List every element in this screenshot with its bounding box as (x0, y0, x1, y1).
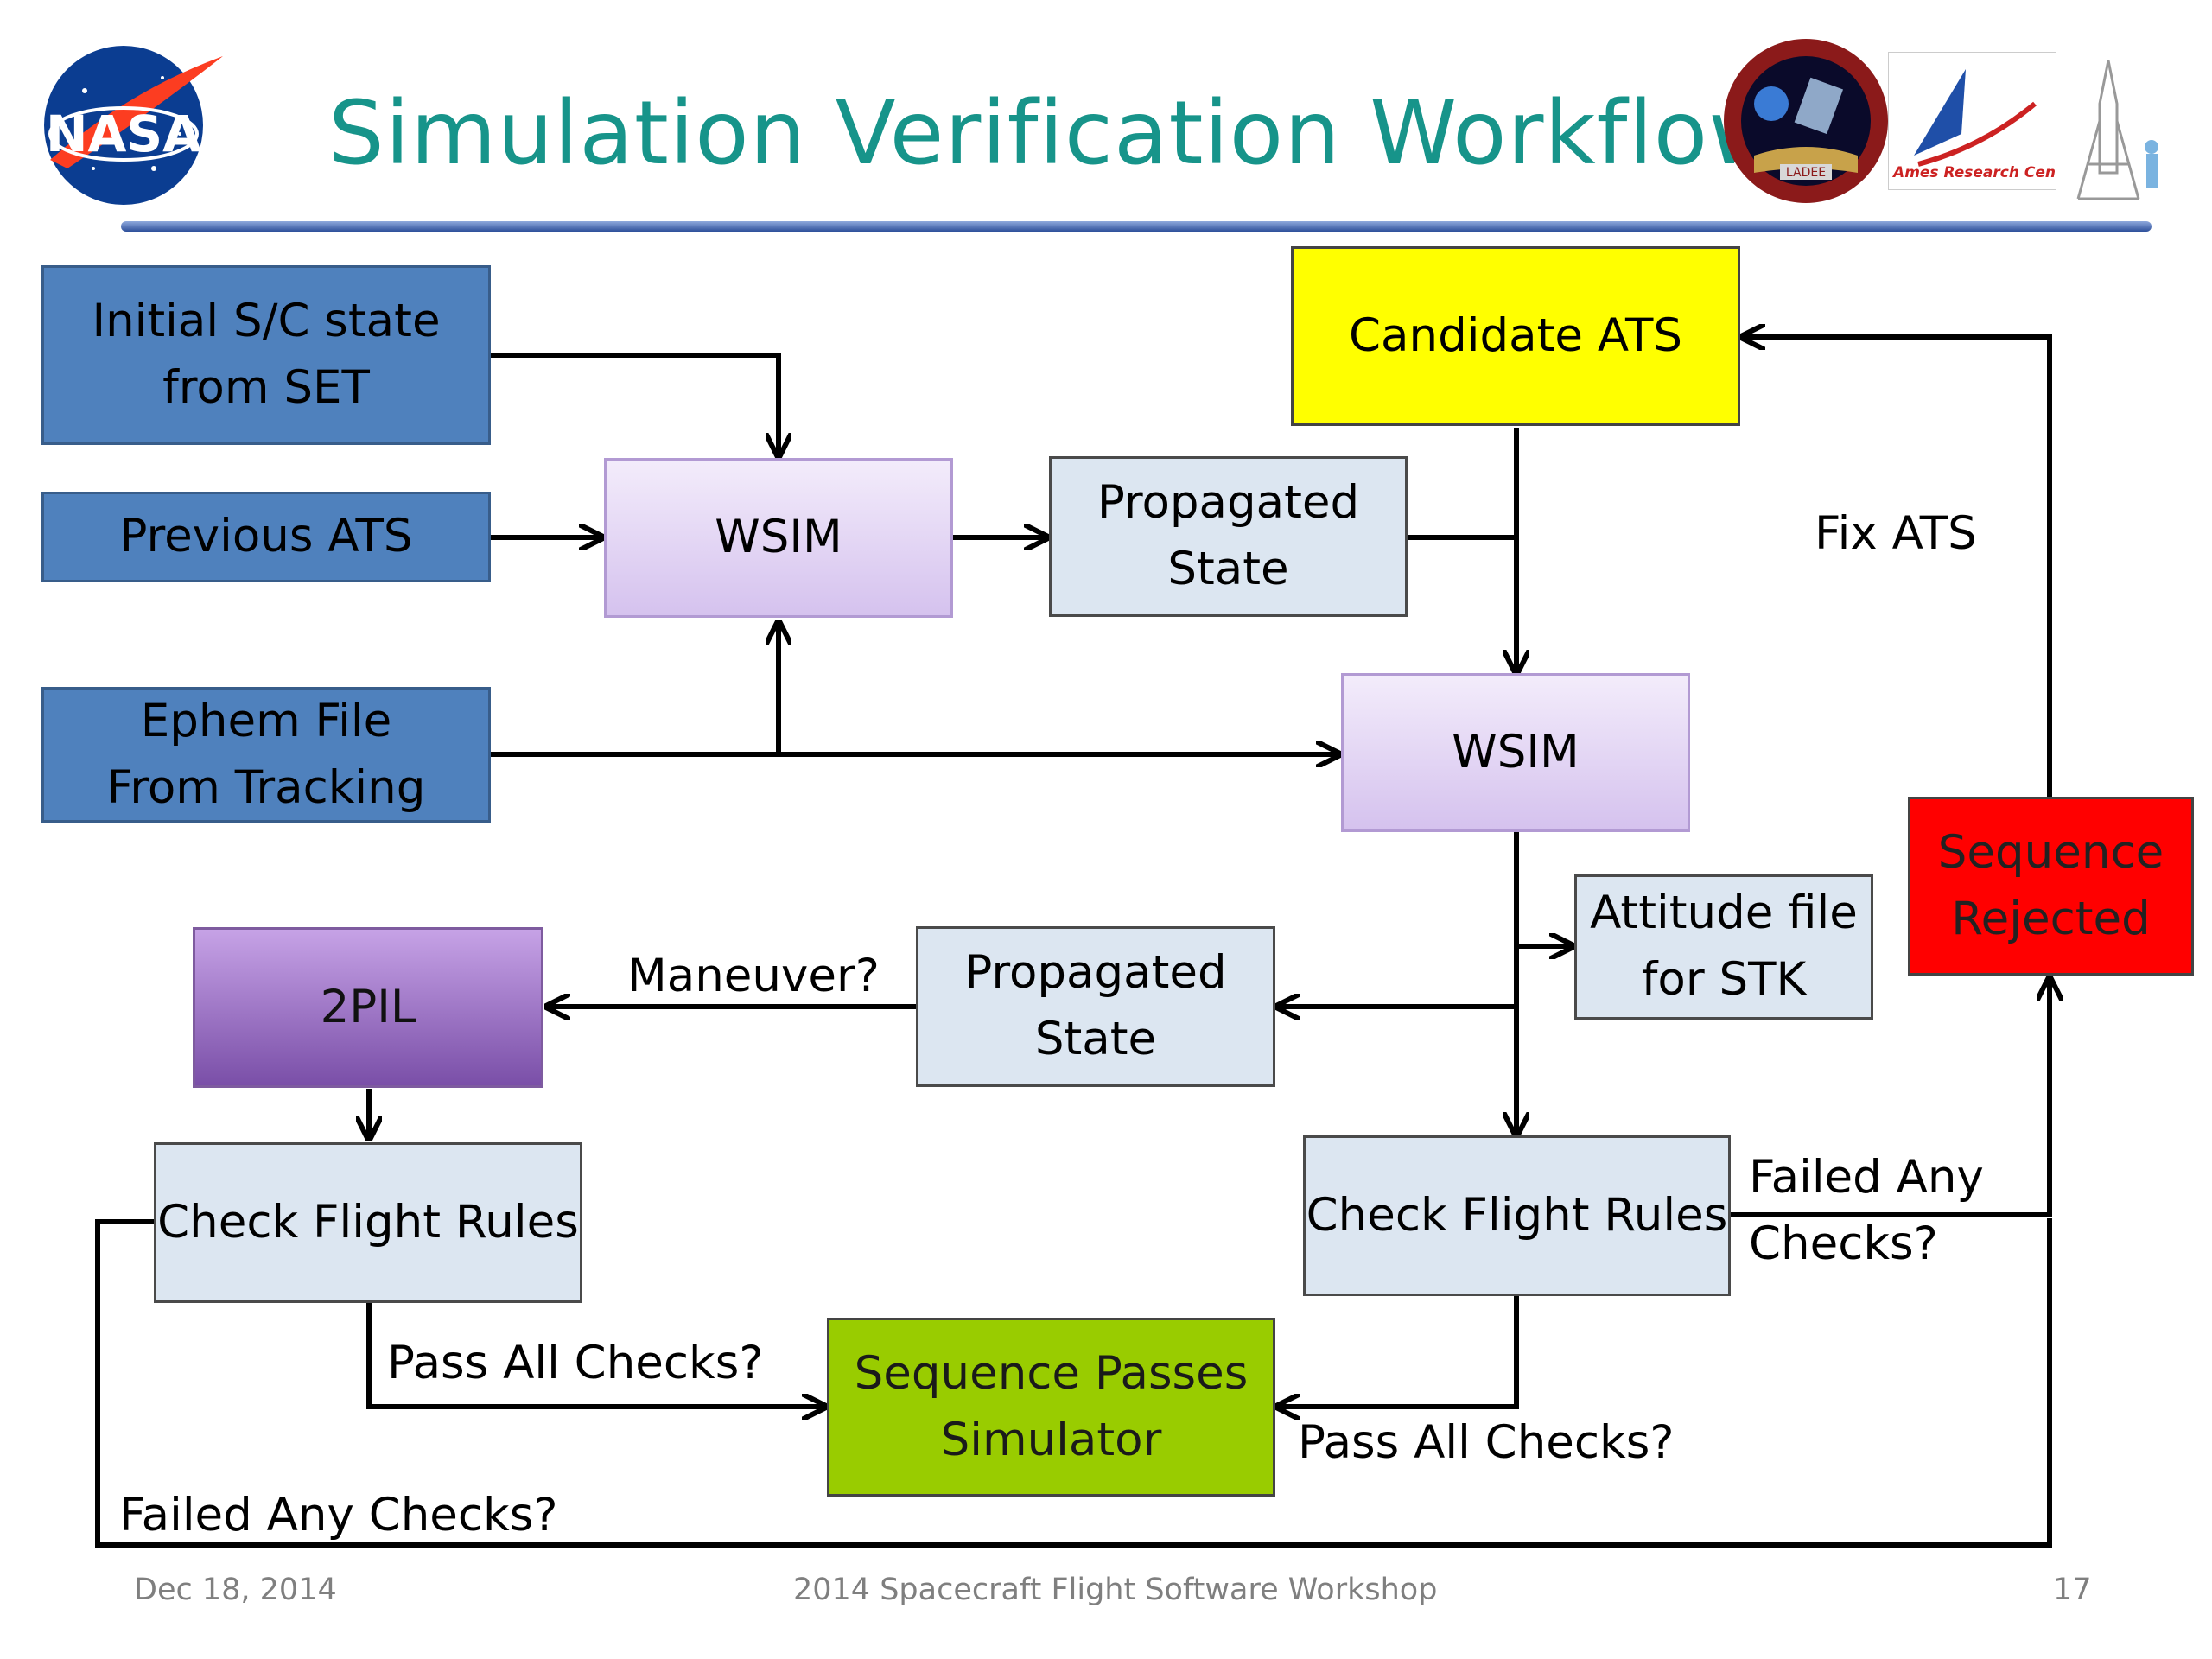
propagated-state-bottom-box: Propagated State (916, 926, 1275, 1087)
footer-event: 2014 Spacecraft Flight Software Workshop (793, 1573, 1438, 1607)
svg-text:Ames Research Cen: Ames Research Cen (1891, 164, 2056, 181)
svg-text:LADEE: LADEE (1786, 166, 1826, 180)
2pil-box: 2PIL (193, 927, 543, 1088)
candidate-ats-box: Candidate ATS (1291, 246, 1740, 426)
previous-ats-box: Previous ATS (41, 492, 491, 582)
attitude-file-box: Attitude file for STK (1574, 874, 1873, 1020)
maneuver-label: Maneuver? (627, 950, 880, 1002)
rocket-sketch-logo (2076, 60, 2158, 200)
pass-all-checks-right-label: Pass All Checks? (1298, 1416, 1675, 1469)
nasa-logo: NASA (44, 46, 223, 205)
footer-page-number: 17 (2053, 1573, 2092, 1607)
check-flight-rules-right-box: Check Flight Rules (1303, 1135, 1731, 1296)
ames-logo: Ames Research Cen (1888, 52, 2056, 190)
failed-any-checks-right-label: Failed Any Checks? (1749, 1151, 1984, 1270)
sequence-rejected-box: Sequence Rejected (1908, 797, 2194, 976)
sequence-passes-box: Sequence Passes Simulator (827, 1318, 1275, 1497)
initial-state-box: Initial S/C state from SET (41, 265, 491, 445)
propagated-state-top-box: Propagated State (1049, 456, 1408, 617)
check-flight-rules-left-box: Check Flight Rules (154, 1142, 582, 1303)
svg-text:NASA: NASA (46, 105, 201, 163)
slide-title: Simulation Verification Workflow (328, 82, 1782, 185)
mission-patch-logo: LADEE (1724, 39, 1888, 203)
pass-all-checks-left-label: Pass All Checks? (387, 1337, 764, 1389)
failed-any-checks-bottom-label: Failed Any Checks? (119, 1489, 558, 1541)
wsim-mid-box: WSIM (1341, 673, 1690, 832)
ephem-file-box: Ephem File From Tracking (41, 687, 491, 823)
title-rule (121, 221, 2152, 232)
fix-ats-label: Fix ATS (1815, 507, 1977, 560)
wsim-top-box: WSIM (604, 458, 953, 618)
footer-date: Dec 18, 2014 (134, 1573, 337, 1607)
